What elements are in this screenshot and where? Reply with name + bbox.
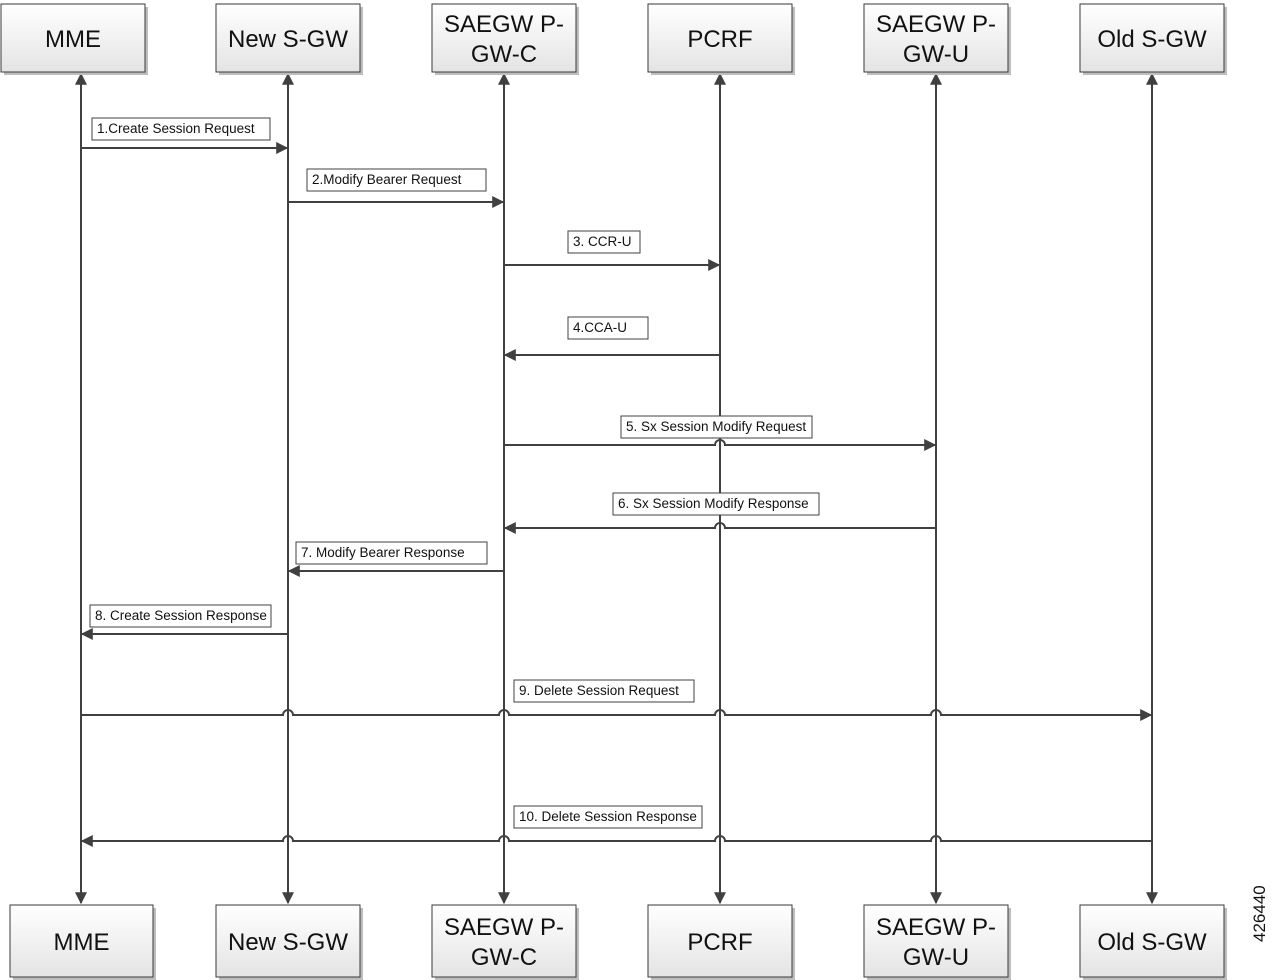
- box-frame: [1079, 3, 1225, 73]
- entity-label-bottom-saegw-pgw-c: SAEGW P-: [444, 914, 564, 941]
- message-label-box-2: [306, 168, 487, 192]
- box-frame: [0, 3, 146, 73]
- message-label-box-4: [567, 316, 649, 340]
- message-label-4: 4.CCA-U: [573, 320, 627, 335]
- lifelines: [75, 72, 1158, 905]
- entity-label-top-pcrf: PCRF: [687, 26, 752, 53]
- entity-box-bottom-saegw-pgw-c: SAEGW P- GW-C: [431, 904, 579, 980]
- message-label-box-3: [567, 230, 641, 254]
- entity-box-bottom-pcrf: PCRF: [647, 904, 795, 980]
- message-label-box-5: [620, 415, 813, 439]
- entity-label-top-saegw-pgw-c: SAEGW P-: [444, 11, 564, 38]
- message-label-box-1: [91, 117, 271, 141]
- entity-label-top-new-sgw: New S-GW: [228, 26, 348, 53]
- entity-label-top-saegw-pgw-u: SAEGW P-: [876, 11, 996, 38]
- message-label-box-9: [513, 679, 695, 703]
- entity-label-bottom-saegw-pgw-c: GW-C: [471, 944, 537, 971]
- entity-box-top-new-sgw: New S-GW: [215, 3, 363, 75]
- box-frame: [215, 904, 361, 978]
- box-frame: [1079, 904, 1225, 978]
- entity-label-top-old-sgw: Old S-GW: [1097, 26, 1207, 53]
- message-label-1: 1.Create Session Request: [97, 121, 255, 136]
- message-label-9: 9. Delete Session Request: [519, 683, 679, 698]
- message-arrow-6: [503, 522, 936, 534]
- message-arrow-9: [81, 709, 1153, 721]
- message-label-7: 7. Modify Bearer Response: [301, 545, 465, 560]
- message-label-6: 6. Sx Session Modify Response: [618, 496, 809, 511]
- message-label-10: 10. Delete Session Response: [519, 809, 697, 824]
- box-frame: [9, 904, 154, 978]
- entity-box-bottom-new-sgw: New S-GW: [215, 904, 363, 980]
- entity-label-bottom-saegw-pgw-u: SAEGW P-: [876, 914, 996, 941]
- entity-box-bottom-saegw-pgw-u: SAEGW P- GW-U: [863, 904, 1011, 980]
- entity-box-bottom-mme: MME: [9, 904, 156, 980]
- entity-label-bottom-pcrf: PCRF: [687, 929, 752, 956]
- message-label-box-7: [295, 541, 488, 565]
- messages: 1.Create Session Request 2.Modify Bearer …: [80, 117, 1153, 847]
- entity-box-top-old-sgw: Old S-GW: [1079, 3, 1227, 75]
- message-label-box-6: [612, 492, 820, 516]
- box-frame: [863, 904, 1009, 978]
- entity-label-top-saegw-pgw-u: GW-U: [903, 41, 969, 68]
- entity-box-top-saegw-pgw-c: SAEGW P- GW-C: [431, 3, 579, 75]
- entity-label-top-saegw-pgw-c: GW-C: [471, 41, 537, 68]
- box-frame: [647, 904, 793, 978]
- box-frame: [215, 3, 361, 73]
- box-frame: [647, 3, 793, 73]
- message-label-5: 5. Sx Session Modify Request: [626, 419, 806, 434]
- entity-label-bottom-mme: MME: [54, 929, 110, 956]
- entity-box-top-mme: MME: [0, 3, 148, 75]
- message-arrow-5: [504, 439, 937, 451]
- figure-id: 426440: [1250, 885, 1269, 942]
- entity-label-bottom-new-sgw: New S-GW: [228, 929, 348, 956]
- message-arrow-10: [80, 835, 1152, 847]
- entity-label-bottom-saegw-pgw-u: GW-U: [903, 944, 969, 971]
- message-label-box-8: [89, 604, 272, 628]
- message-label-box-10: [513, 805, 703, 829]
- entity-box-bottom-old-sgw: Old S-GW: [1079, 904, 1227, 980]
- box-frame: [431, 904, 577, 978]
- box-frame: [431, 3, 577, 73]
- box-frame: [863, 3, 1009, 73]
- message-label-3: 3. CCR-U: [573, 234, 632, 249]
- message-label-2: 2.Modify Bearer Request: [312, 172, 462, 187]
- message-label-8: 8. Create Session Response: [95, 608, 267, 623]
- entity-box-top-pcrf: PCRF: [647, 3, 795, 75]
- entity-box-top-saegw-pgw-u: SAEGW P- GW-U: [863, 3, 1011, 75]
- entity-label-bottom-old-sgw: Old S-GW: [1097, 929, 1207, 956]
- entity-label-top-mme: MME: [45, 26, 101, 53]
